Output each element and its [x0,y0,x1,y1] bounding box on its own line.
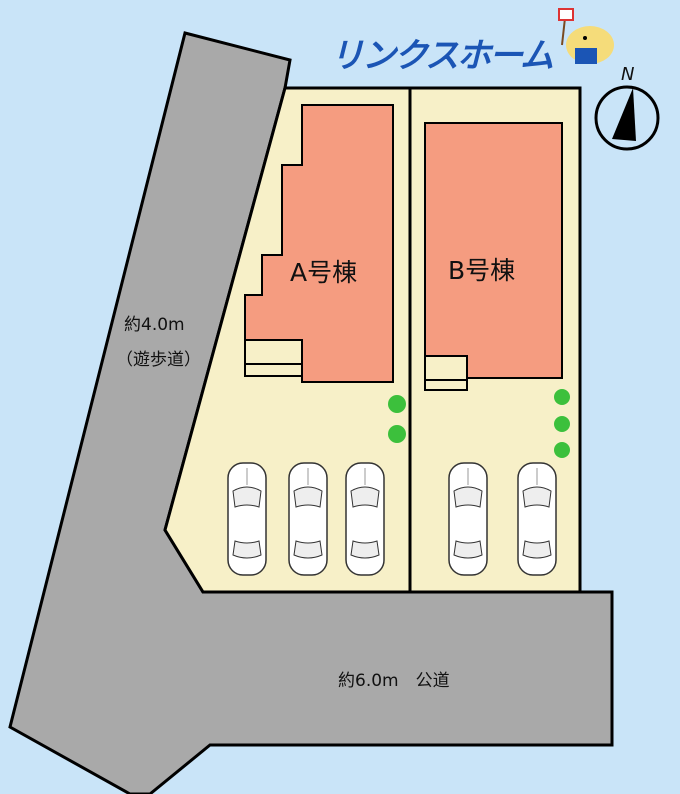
parking-car-icon [227,462,267,576]
tree-icon [554,389,570,405]
parking-car-icon [517,462,557,576]
walkway-type-label: （遊歩道） [116,350,201,370]
tree-icon [554,442,570,458]
tree-icon [388,395,406,413]
building-b-label: B号棟 [448,256,516,285]
building-b-entrance [424,355,468,391]
brand-logo: リンクスホーム [330,36,554,76]
parking-car-icon [448,462,488,576]
public-road-label: 約6.0m 公道 [338,671,450,691]
trees [388,389,570,458]
north-label: N [621,64,635,85]
tree-icon [388,425,406,443]
building-a-label: A号棟 [290,258,358,287]
parking-car-icon [345,462,385,576]
tree-icon [554,416,570,432]
walkway-and-road [8,31,614,794]
north-compass-icon [594,85,660,151]
building-a [244,104,394,383]
building-a-entrance [244,339,303,377]
mascot-logo-icon [558,8,614,64]
walkway-width-label: 約4.0m [124,315,185,335]
parking-car-icon [288,462,328,576]
